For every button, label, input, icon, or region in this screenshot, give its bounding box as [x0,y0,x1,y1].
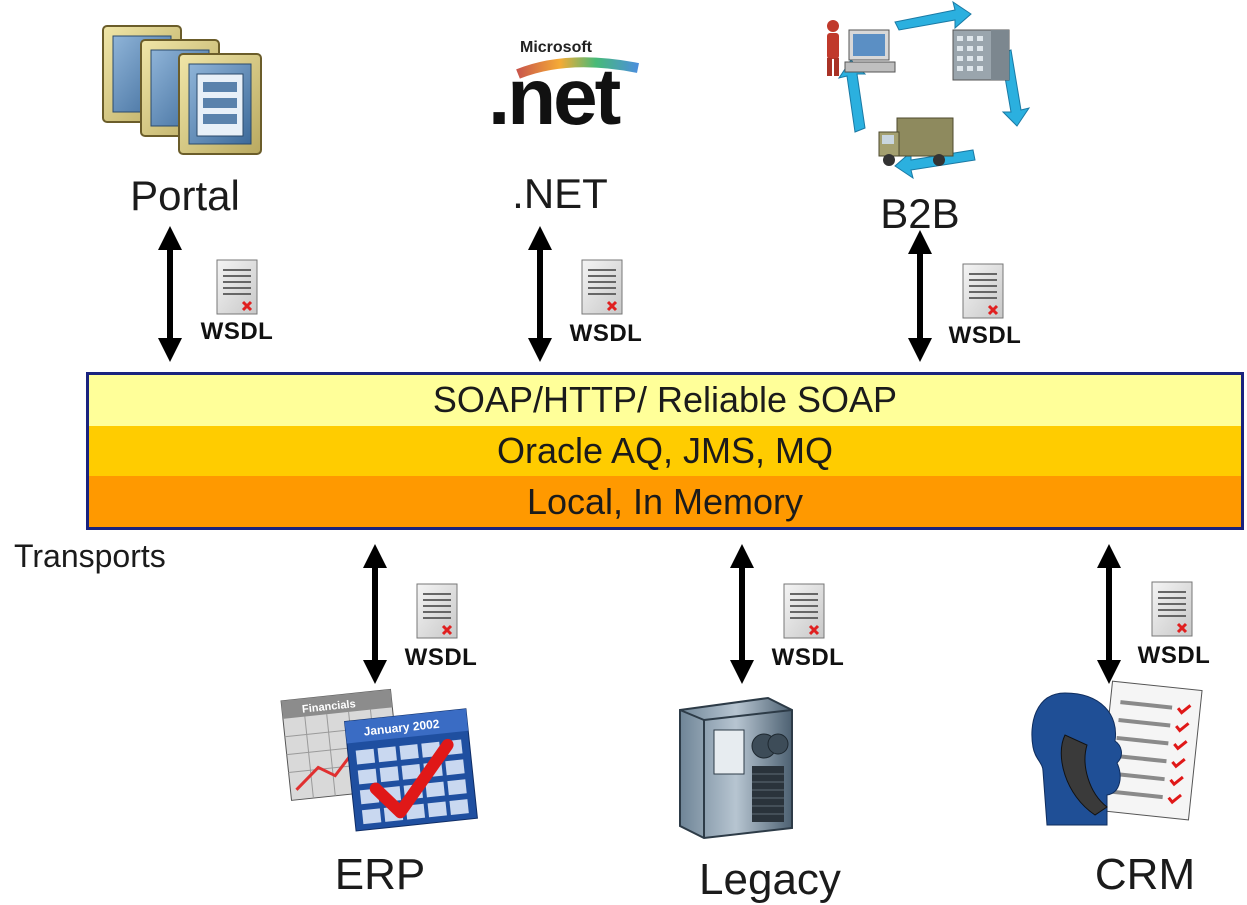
wsdl-doc-erp: WSDL [405,582,485,672]
dotnet-logo: Microsoft .net [488,34,658,141]
building-figure [952,29,1010,81]
wsdl-label-crm: WSDL [1137,642,1211,669]
wsdl-doc-legacy: WSDL [772,582,852,672]
computer-figure [844,29,896,73]
legacy-label: Legacy [699,855,841,904]
portal-icon [95,18,295,168]
crm-arrow [1097,544,1121,684]
erp-back-calendar-title: Financials [301,698,356,716]
wsdl-label-portal: WSDL [200,318,274,345]
legacy-server-icon [668,690,798,840]
portal-arrow [158,226,182,362]
erp-arrow [363,544,387,684]
wsdl-label-legacy: WSDL [771,644,845,671]
wsdl-label-b2b: WSDL [948,322,1022,349]
bus-layer-soap: SOAP/HTTP/ Reliable SOAP [89,375,1241,426]
bus-layer-local: Local, In Memory [89,476,1241,528]
dotnet-arrow [528,226,552,362]
person-figure [827,20,839,76]
wsdl-doc-crm: WSDL [1138,580,1220,670]
wsdl-doc-b2b: WSDL [949,262,1035,352]
legacy-arrow [730,544,754,684]
wsdl-doc-portal: WSDL [201,258,285,348]
b2b-arrow [908,230,932,362]
transports-caption: Transports [14,538,166,574]
erp-calendar-icon: Financials January 2002 [280,685,500,835]
portal-label: Portal [130,172,240,219]
transport-bus: SOAP/HTTP/ Reliable SOAP Oracle AQ, JMS,… [86,372,1244,530]
truck-figure [878,117,954,166]
wsdl-doc-dotnet: WSDL [570,258,650,348]
bus-layer-messaging: Oracle AQ, JMS, MQ [89,425,1241,477]
dotnet-logo-brand: Microsoft [520,39,593,56]
crm-agent-icon [1025,675,1203,845]
erp-label: ERP [334,850,426,899]
b2b-label: B2B [880,190,960,237]
crm-label: CRM [1094,850,1196,899]
dotnet-label: .NET [512,170,608,217]
wsdl-label-dotnet: WSDL [569,320,643,347]
b2b-icon [815,0,1035,190]
wsdl-label-erp: WSDL [404,644,478,671]
